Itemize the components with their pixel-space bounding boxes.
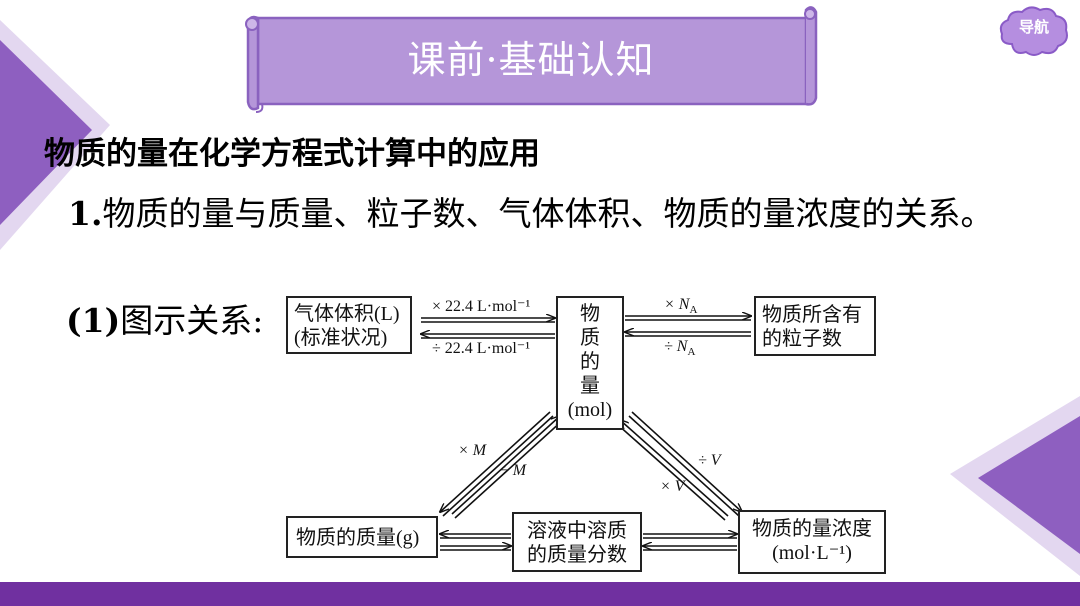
arrow-amount-mass xyxy=(440,411,564,519)
intro-text: 物质的量与质量、粒子数、气体体积、物质的量浓度的关系。 xyxy=(102,194,994,233)
left-decoration xyxy=(0,20,110,250)
concentration-line1: 物质的量浓度 xyxy=(752,518,872,540)
intro-paragraph: 1.物质的量与质量、粒子数、气体体积、物质的量浓度的关系。 xyxy=(44,188,1034,240)
particles-line1: 物质所含有 xyxy=(762,304,862,326)
op-times-NA-sub: A xyxy=(689,304,698,317)
op-div-M: ÷ M xyxy=(500,462,527,479)
right-decoration xyxy=(950,396,1080,576)
mass-fraction-line1: 溶液中溶质 xyxy=(527,520,627,542)
diagram-label: (1)图示关系: xyxy=(66,296,263,346)
op-times-NA: × NA xyxy=(664,296,697,319)
title-banner xyxy=(245,6,818,113)
op-times-M: × M xyxy=(458,442,487,459)
gas-volume-line2: (标准状况) xyxy=(294,327,388,349)
box-particles: 物质所含有 的粒子数 xyxy=(754,296,876,356)
box-amount-of-substance: 物 质 的 量 (mol) xyxy=(556,296,624,430)
intro-number: 1. xyxy=(68,194,103,233)
amount-unit: (mol) xyxy=(567,399,613,421)
particles-line2: 的粒子数 xyxy=(762,328,842,350)
mass-text: 物质的质量(g) xyxy=(296,527,420,549)
op-div-NA-text: ÷ N xyxy=(664,338,688,355)
op-div-22-4: ÷ 22.4 L·mol⁻¹ xyxy=(432,340,531,357)
diagram-label-number: (1) xyxy=(66,301,121,340)
page-title: 课前·基础认知 xyxy=(407,38,655,82)
section-heading: 物质的量在化学方程式计算中的应用 xyxy=(44,136,540,172)
arrow-amount-concentration xyxy=(616,411,742,521)
amount-char-1: 物 xyxy=(580,303,600,325)
amount-char-4: 量 xyxy=(580,375,600,397)
arrow-mass-fraction xyxy=(440,534,511,551)
box-mass: 物质的质量(g) xyxy=(286,516,438,558)
op-div-V: ÷ V xyxy=(698,452,721,469)
nav-label[interactable]: 导航 xyxy=(1018,18,1049,36)
concentration-line2: (mol·L⁻¹) xyxy=(772,542,852,564)
amount-char-2: 质 xyxy=(580,327,600,349)
op-div-NA-sub: A xyxy=(687,346,696,359)
box-mass-fraction: 溶液中溶质 的质量分数 xyxy=(512,512,642,572)
arrow-gas-amount xyxy=(421,318,555,339)
nav-cloud-button[interactable] xyxy=(998,4,1070,58)
arrow-fraction-concentration xyxy=(643,534,737,551)
op-times-NA-text: × N xyxy=(664,296,690,313)
diagram-label-text: 图示关系: xyxy=(120,301,264,340)
box-concentration: 物质的量浓度 (mol·L⁻¹) xyxy=(738,510,886,574)
amount-char-3: 的 xyxy=(580,351,600,373)
op-times-V: × V xyxy=(660,478,685,495)
bottom-bar xyxy=(0,582,1080,606)
gas-volume-line1: 气体体积(L) xyxy=(294,303,400,325)
box-gas-volume: 气体体积(L) (标准状况) xyxy=(286,296,412,354)
op-div-NA: ÷ NA xyxy=(664,338,695,361)
mass-fraction-line2: 的质量分数 xyxy=(527,544,627,566)
arrow-amount-particles xyxy=(625,316,751,337)
op-times-22-4: × 22.4 L·mol⁻¹ xyxy=(432,298,531,315)
